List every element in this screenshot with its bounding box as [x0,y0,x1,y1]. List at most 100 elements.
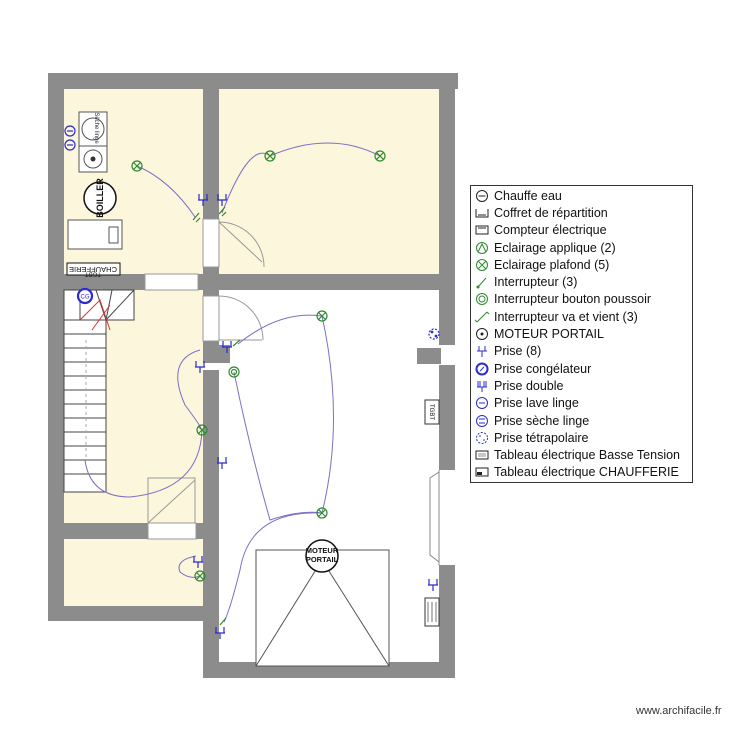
ceiling-light-icons [131,150,386,626]
legend-item: Prise tétrapolaire [471,429,692,446]
room-top-right [219,89,439,274]
boiler-icon [83,181,117,215]
wall-light-icon [196,424,208,436]
eclairage-plafond-icon [476,258,488,271]
legend-item: MOTEUR PORTAIL [471,325,692,342]
legend-item: Tableau électrique CHAUFFERIE [471,464,692,481]
svg-text:PORTAIL: PORTAIL [306,555,339,564]
switch-icon [192,212,201,223]
moteur-portail-icon [305,539,339,573]
lave-linge-icon [476,397,488,410]
legend-item: Prise double [471,377,692,394]
eclairage-applique-icon [476,241,488,254]
tableau-bt-icon [475,450,489,460]
seche-linge-icon [476,414,488,427]
svg-text:MOTEUR: MOTEUR [306,546,339,555]
room-bottom-left [64,539,203,606]
seche-linge-outlet-icon [64,139,76,151]
garage-door [255,470,440,667]
legend-item: Eclairage applique (2) [471,239,692,256]
garage-equipment: TGBT MOTEUR PORTAIL [305,399,440,627]
legend-item-label: Interrupteur (3) [494,275,578,290]
outlet-icon [217,457,227,469]
compteur-icon [475,225,489,235]
tetrapolaire-icon [476,431,488,444]
legend-item-label: Eclairage plafond (5) [494,257,610,272]
watermark: www.archifacile.fr [636,705,722,717]
legend-item: Compteur électrique [471,222,692,239]
outlet-icons [64,125,440,639]
outlet-icon [195,361,205,373]
legend-item-label: MOTEUR PORTAIL [494,327,604,342]
legend-item-label: Tableau électrique CHAUFFERIE [494,465,679,480]
tableau-bt-icon [424,399,440,425]
bouton-poussoir-icon [476,293,488,306]
ceiling-light-icon [131,160,143,172]
interrupteur-icon [476,277,487,289]
switch-icon [218,206,227,217]
legend-item-label: Interrupteur bouton poussoir [494,292,652,307]
svg-text:CG: CG [81,295,90,301]
prise-congelateur-icon [475,362,489,376]
legend-item-label: Compteur électrique [494,223,607,238]
legend-item-label: Prise sèche linge [494,413,590,428]
moteur-icon [476,328,488,341]
ceiling-light-icon [374,150,386,162]
prise-double-icon [477,380,487,392]
svg-text:TGBT: TGBT [428,404,434,420]
legend-item: Prise lave linge [471,395,692,412]
legend-item: Tableau électrique Basse Tension [471,446,692,463]
legend-item: Interrupteur bouton poussoir [471,291,692,308]
ceiling-light-icon [316,310,328,322]
legend-item: Chauffe eau [471,187,692,204]
chaufferie-equipment: Sèche linge BOILLER CHAUFFERIE TGBT [66,111,123,277]
push-button-icon [228,366,240,378]
outlet-icon [215,627,225,639]
legend-item: Prise (8) [471,343,692,360]
legend-item: Interrupteur va et vient (3) [471,308,692,325]
outlet-icon [193,556,203,568]
legend-item-label: Interrupteur va et vient (3) [494,309,638,324]
prise-icon [477,346,487,358]
outlet-icon [198,194,208,206]
freezer-outlet-icon: CG [76,287,94,305]
wall-light-icon [194,570,206,582]
legend-item-label: Eclairage applique (2) [494,240,616,255]
ceiling-light-icon [316,507,328,519]
legend-item-label: Prise double [494,378,564,393]
lave-linge-outlet-icon [64,125,76,137]
tableau-chaufferie-icon [66,262,121,276]
svg-text:CHAUFFERIE: CHAUFFERIE [69,265,117,274]
tetrapolar-outlet-icon [428,328,440,340]
svg-text:Sèche linge: Sèche linge [93,112,99,144]
svg-text:BOILLER: BOILLER [95,178,105,218]
legend-item-label: Prise congélateur [494,361,592,376]
legend-item-label: Prise tétrapolaire [494,430,589,445]
switch-icon [232,339,241,347]
tableau-chaufferie-icon [475,467,489,477]
staircase [63,289,135,493]
legend-item: Prise sèche linge [471,412,692,429]
legend-item-label: Tableau électrique Basse Tension [494,448,681,463]
ceiling-light-icon [264,150,276,162]
legend-item: Eclairage plafond (5) [471,256,692,273]
svg-text:TGBT: TGBT [85,271,101,277]
walls [48,73,458,678]
legend-item-label: Coffret de répartition [494,205,608,220]
legend-item: Interrupteur (3) [471,273,692,290]
legend-item-label: Prise (8) [494,344,542,359]
coffret-icon [475,208,489,218]
doors [144,218,265,540]
outlet-icon [217,194,227,206]
legend-item: Coffret de répartition [471,204,692,221]
legend-item-label: Chauffe eau [494,188,562,203]
outlet-icon [428,579,438,591]
legend-item: Prise congélateur [471,360,692,377]
chauffe-eau-icon [476,189,488,202]
va-et-vient-icon [474,311,490,323]
outlet-icon [222,341,232,353]
switch-icon [219,617,227,626]
legend-item-label: Prise lave linge [494,396,579,411]
